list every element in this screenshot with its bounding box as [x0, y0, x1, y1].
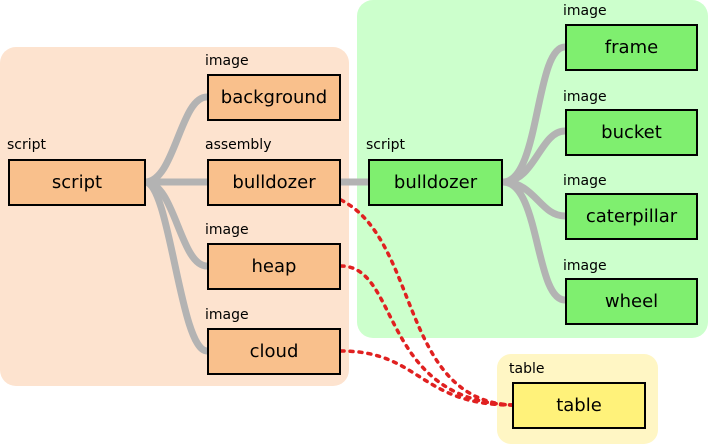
type-caption: image — [563, 3, 607, 19]
type-caption: table — [509, 361, 545, 377]
type-caption: image — [205, 222, 249, 238]
node-assembly-bulldozer[interactable]: bulldozer — [207, 159, 341, 206]
link-bulldozer-wheel — [499, 178, 569, 304]
ref-assembly-table — [339, 198, 514, 407]
type-caption: assembly — [205, 137, 272, 153]
type-caption: image — [205, 307, 249, 323]
ref-cloud-table — [339, 349, 514, 407]
link-script-background — [141, 93, 211, 186]
node-script-bulldozer[interactable]: bulldozer — [368, 159, 503, 206]
node-bucket[interactable]: bucket — [565, 109, 698, 156]
node-background[interactable]: background — [207, 74, 341, 121]
ref-heap-table — [339, 264, 514, 407]
node-heap[interactable]: heap — [207, 243, 341, 290]
type-caption: image — [563, 89, 607, 105]
type-caption: script — [366, 137, 406, 153]
type-caption: image — [205, 53, 249, 69]
node-script[interactable]: script — [8, 159, 146, 206]
type-caption: image — [563, 258, 607, 274]
node-caterpillar[interactable]: caterpillar — [565, 193, 698, 240]
node-table[interactable]: table — [512, 382, 646, 429]
node-wheel[interactable]: wheel — [565, 278, 698, 325]
node-frame[interactable]: frame — [565, 24, 698, 71]
type-caption: script — [7, 137, 47, 153]
node-cloud[interactable]: cloud — [207, 328, 341, 375]
link-script-cloud — [141, 178, 211, 355]
type-caption: image — [563, 173, 607, 189]
